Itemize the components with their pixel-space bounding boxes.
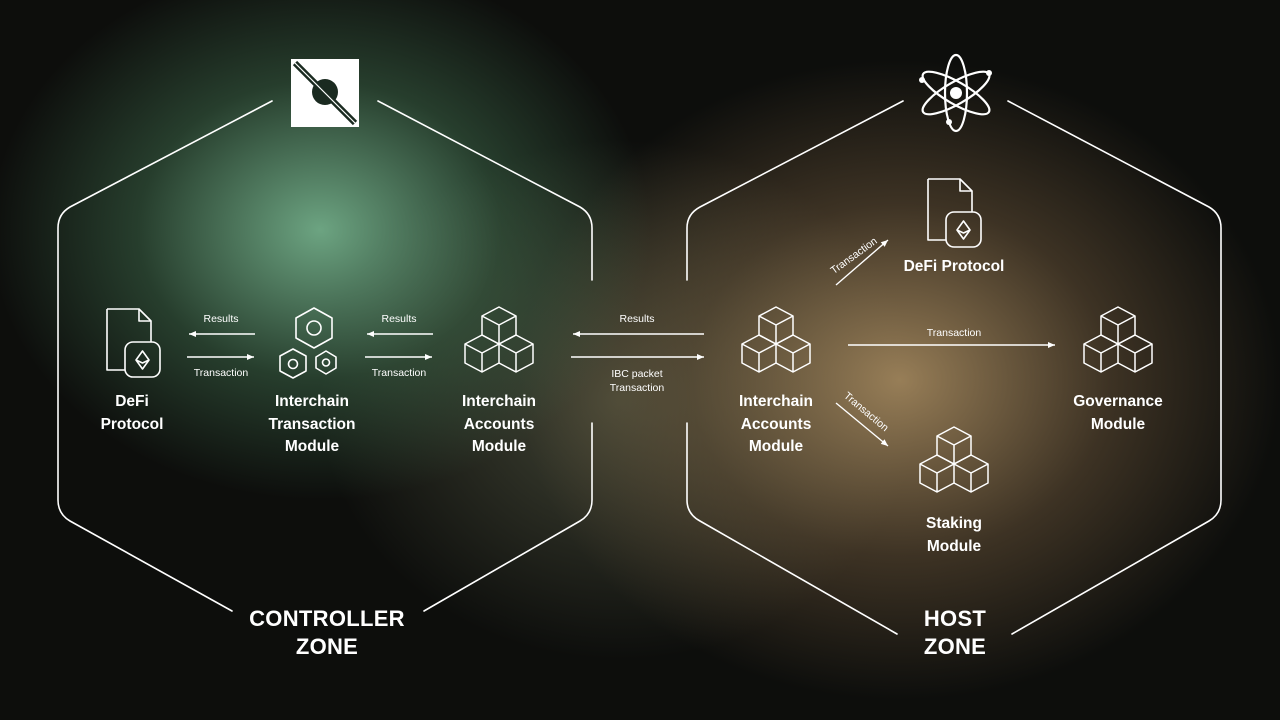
hex-nuts-icon <box>279 307 337 379</box>
arrow-host-to-defi <box>835 239 889 286</box>
governance-transaction-label: Transaction <box>926 327 982 339</box>
transaction-label-1: Transaction <box>193 367 249 379</box>
cubes-icon-governance <box>1083 306 1153 373</box>
host-zone-title: HOST ZONE <box>923 606 987 659</box>
host-defi-protocol-label: DeFi Protocol <box>903 258 1005 275</box>
host-zone-hexagon <box>686 100 1222 635</box>
host-defi-protocol-document-icon <box>927 178 982 248</box>
cubes-icon-host-ica <box>741 306 811 373</box>
staking-module-label: Staking Module <box>926 515 982 555</box>
cubes-icon-controller-ica <box>464 306 534 373</box>
controller-defi-protocol-label: DeFi Protocol <box>100 393 164 433</box>
controller-logo-icon <box>291 59 359 127</box>
results-label-2: Results <box>381 313 417 325</box>
ibc-packet-transaction-label: IBC packet Transaction <box>609 368 665 394</box>
transaction-label-2: Transaction <box>371 367 427 379</box>
arrow-host-to-staking <box>835 402 889 447</box>
bridge-results-label: Results <box>619 313 655 325</box>
cosmos-atom-icon <box>919 53 992 133</box>
controller-zone-title: CONTROLLER ZONE <box>249 606 405 659</box>
results-label-1: Results <box>203 313 239 325</box>
controller-interchain-accounts-module-label: Interchain Accounts Module <box>461 393 537 455</box>
cubes-icon-staking <box>919 426 989 493</box>
defi-protocol-document-icon <box>106 308 161 378</box>
governance-module-label: Governance Module <box>1073 393 1163 433</box>
controller-zone-hexagon <box>57 100 593 612</box>
host-interchain-accounts-module-label: Interchain Accounts Module <box>738 393 814 455</box>
interchain-transaction-module-label: Interchain Transaction Module <box>268 393 356 455</box>
